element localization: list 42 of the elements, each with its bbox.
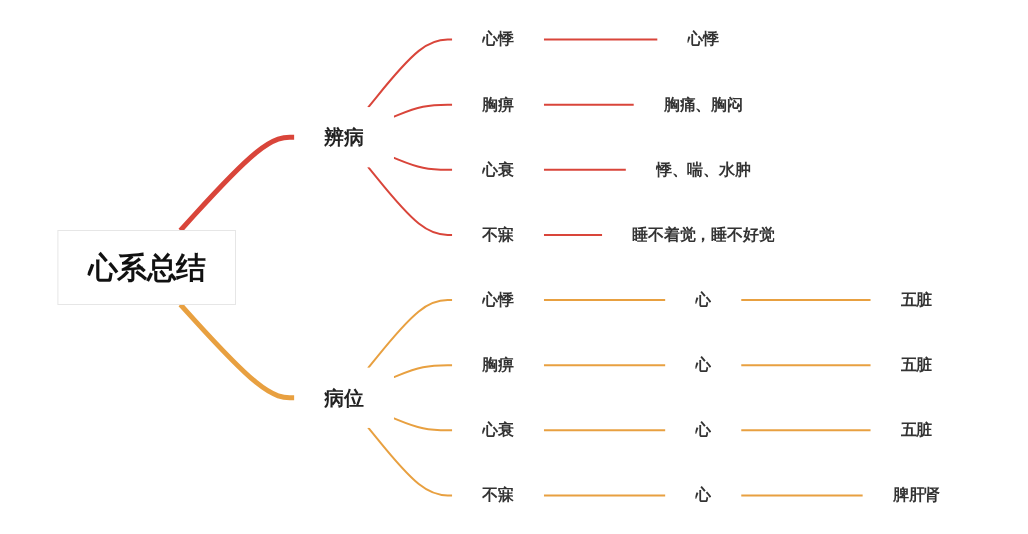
connector [367, 165, 454, 236]
node-text: 胸痹 [482, 94, 514, 114]
node-text: 心 [695, 485, 712, 504]
connector [542, 168, 628, 171]
connector [367, 425, 454, 496]
node-text: 悸、喘、水肿 [656, 159, 751, 179]
connector [740, 363, 873, 366]
connector [392, 416, 454, 431]
node-text: 心 [695, 289, 712, 309]
connector [367, 38, 454, 109]
node-text: 五脏 [900, 354, 933, 374]
connector [740, 493, 865, 496]
node-text: 胸痹 [482, 354, 514, 374]
node-text: 五脏 [900, 419, 933, 439]
node-text: 心悸 [482, 289, 514, 309]
node-text: 睡不着觉，睡不好觉 [632, 224, 775, 244]
connector [392, 156, 454, 171]
node-text: 心 [695, 354, 712, 374]
node-text: 心悸 [482, 29, 514, 48]
connector [392, 363, 454, 378]
node-text: 五脏 [900, 289, 933, 309]
node-text: 脾肝肾 [892, 485, 941, 504]
node-text: 心衰 [482, 419, 514, 439]
node-text: 心悸 [687, 29, 720, 48]
connector [367, 298, 454, 369]
node-text: 心衰 [482, 159, 514, 179]
connector [542, 233, 604, 236]
node-text: 病位 [324, 385, 364, 410]
connector [392, 103, 454, 118]
node-text: 辨病 [324, 124, 364, 149]
connector [542, 298, 667, 301]
node-text: 胸痛、胸闷 [664, 94, 743, 114]
node-text: 不寐 [482, 224, 514, 244]
node-text: 不寐 [482, 485, 514, 504]
node-text: 心 [695, 419, 712, 439]
connector [542, 363, 667, 366]
connector [740, 298, 873, 301]
connector [542, 103, 636, 106]
connector [542, 493, 667, 496]
connector [542, 38, 660, 41]
connector [542, 428, 667, 431]
connector [740, 428, 873, 431]
